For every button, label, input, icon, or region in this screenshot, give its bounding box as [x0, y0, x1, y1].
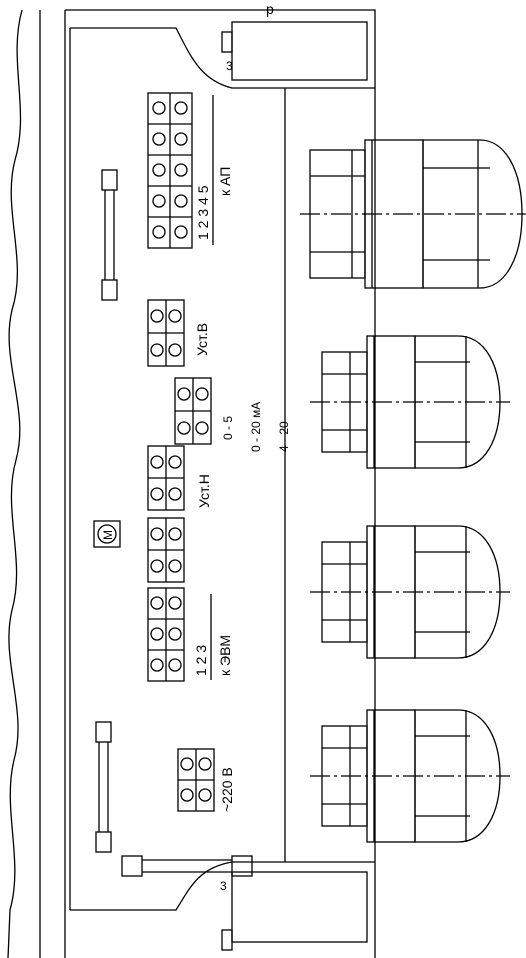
range-label-0-20: 0 - 20 мА — [249, 402, 263, 452]
cable-gland-1 — [300, 139, 526, 289]
connector-evm-numbers: 1 2 3 — [193, 645, 209, 676]
connector-evm: 1 2 3 к ЭВМ — [147, 587, 233, 682]
connector-ap-caption: к АП — [217, 167, 233, 196]
cable-gland-3 — [310, 525, 510, 659]
connector-ust-n-label: Уст.Н — [196, 474, 212, 508]
cable-gland-4 — [310, 709, 510, 843]
top-partial-char: р — [266, 1, 274, 17]
connector-ap: 1 2 3 4 5 к АП — [147, 92, 233, 249]
housing-lid — [70, 27, 375, 89]
fuse-holder-bottom — [95, 721, 112, 853]
side-mark-bottom: 3 — [220, 879, 227, 893]
connector-ust-n: Уст.Н — [147, 445, 212, 511]
range-label-0-5: 0 - 5 — [221, 416, 235, 440]
indicator-m-symbol: М — [101, 530, 115, 540]
fuse-holder-horizontal — [121, 855, 253, 877]
housing-lid-bottom — [70, 861, 375, 911]
connector-ap-numbers: 1 2 3 4 5 — [195, 185, 211, 240]
fuse-holder-top — [101, 169, 118, 301]
top-corner-cap: 3 — [221, 21, 368, 81]
left-break-line — [7, 9, 23, 958]
bottom-corner-cap: 3 — [220, 871, 368, 951]
connector-ust-v-label: Уст.В — [194, 323, 210, 356]
connector-power: ~220 В — [177, 748, 235, 812]
connector-ap-terminals — [148, 101, 192, 239]
connector-power-label: ~220 В — [219, 767, 235, 812]
indicator-m: М — [93, 520, 121, 548]
connector-mid — [147, 517, 185, 583]
housing-outline — [64, 9, 376, 958]
connector-range — [174, 377, 212, 445]
connector-ust-v: Уст.В — [147, 299, 210, 367]
range-label-4-20: 4 - 20 — [277, 421, 291, 452]
connector-evm-caption: к ЭВМ — [217, 635, 233, 676]
cable-gland-2 — [310, 335, 510, 469]
side-mark-top: 3 — [226, 59, 233, 73]
